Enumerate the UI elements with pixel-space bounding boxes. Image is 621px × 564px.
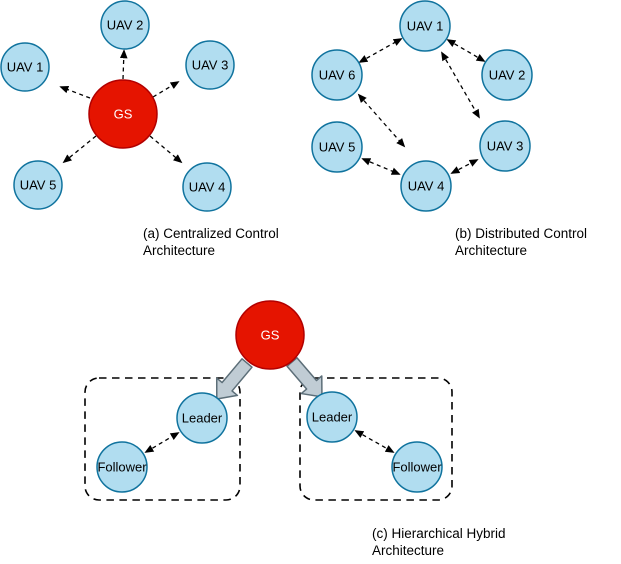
svg-text:UAV 4: UAV 4 bbox=[408, 179, 445, 194]
gs-to-uav5-arrow bbox=[62, 135, 97, 164]
gs-to-uav4-arrow bbox=[149, 135, 183, 164]
uav-1-node: UAV 1 bbox=[0, 42, 50, 92]
svg-text:GS: GS bbox=[261, 328, 280, 343]
uav1-uav3-link bbox=[441, 51, 480, 119]
svg-text:GS: GS bbox=[114, 107, 133, 122]
right-follower-node: Follower bbox=[391, 441, 443, 493]
left-follower-leader-link bbox=[144, 432, 180, 453]
gs-to-right-leader-block-arrow bbox=[286, 357, 323, 398]
svg-text:UAV 1: UAV 1 bbox=[7, 60, 44, 75]
caption-centralized: (a) Centralized Control Architecture bbox=[143, 226, 283, 258]
svg-text:Leader: Leader bbox=[312, 410, 353, 425]
gs-to-uav2-arrow bbox=[119, 49, 128, 80]
svg-text:UAV 2: UAV 2 bbox=[107, 18, 144, 33]
svg-text:UAV 3: UAV 3 bbox=[192, 58, 229, 73]
uav-peer-links bbox=[357, 38, 486, 175]
uav-3-node: UAV 3 bbox=[479, 120, 531, 172]
svg-text:Leader: Leader bbox=[182, 411, 223, 426]
svg-text:UAV 3: UAV 3 bbox=[487, 139, 524, 154]
uav-2-node: UAV 2 bbox=[481, 49, 533, 101]
svg-text:UAV 6: UAV 6 bbox=[319, 68, 356, 83]
uav3-uav4-link bbox=[450, 159, 479, 174]
ground-station-node: GS bbox=[88, 79, 158, 149]
uav-3-node: UAV 3 bbox=[185, 40, 235, 90]
uav-4-node: UAV 4 bbox=[182, 162, 232, 212]
gs-uav-links bbox=[59, 49, 183, 164]
svg-text:UAV 4: UAV 4 bbox=[189, 180, 226, 195]
left-follower-node: Follower bbox=[96, 441, 148, 493]
svg-text:UAV 1: UAV 1 bbox=[407, 19, 444, 34]
left-leader-node: Leader bbox=[176, 392, 228, 444]
uav6-uav1-link bbox=[358, 38, 403, 63]
caption-hierarchical: (c) Hierarchical Hybrid Architecture bbox=[372, 526, 509, 558]
svg-text:UAV 5: UAV 5 bbox=[20, 178, 57, 193]
right-leader-follower-link bbox=[354, 430, 395, 453]
gs-to-left-leader-block-arrow bbox=[215, 358, 253, 400]
gs-to-uav3-arrow bbox=[152, 81, 180, 98]
caption-distributed: (b) Distributed Control Architecture bbox=[455, 226, 591, 258]
diagram-hierarchical: GS Leader Follower Leader Follower (c) H… bbox=[84, 300, 509, 558]
svg-text:UAV 2: UAV 2 bbox=[489, 68, 526, 83]
uav-6-node: UAV 6 bbox=[311, 49, 363, 101]
svg-text:UAV 5: UAV 5 bbox=[319, 140, 356, 155]
left-formation-boundary bbox=[84, 377, 241, 501]
uav-2-node: UAV 2 bbox=[100, 0, 150, 50]
uav-5-node: UAV 5 bbox=[13, 160, 63, 210]
uav5-uav4-link bbox=[361, 158, 401, 175]
uav-4-node: UAV 4 bbox=[400, 160, 452, 212]
right-leader-node: Leader bbox=[306, 391, 358, 443]
uav1-uav2-link bbox=[446, 39, 486, 62]
uav6-uav4-link bbox=[357, 93, 406, 148]
ground-station-node: GS bbox=[235, 300, 305, 370]
svg-text:Follower: Follower bbox=[392, 460, 442, 475]
gs-to-uav1-arrow bbox=[59, 86, 91, 99]
uav-1-node: UAV 1 bbox=[399, 0, 451, 52]
diagram-centralized: UAV 1 UAV 2 UAV 3 UAV 4 UAV 5 GS (a) Cen… bbox=[0, 0, 283, 258]
svg-text:Follower: Follower bbox=[97, 460, 147, 475]
diagram-distributed: UAV 1 UAV 2 UAV 3 UAV 4 UAV 5 UAV 6 (b) … bbox=[311, 0, 591, 258]
uav-5-node: UAV 5 bbox=[311, 121, 363, 173]
